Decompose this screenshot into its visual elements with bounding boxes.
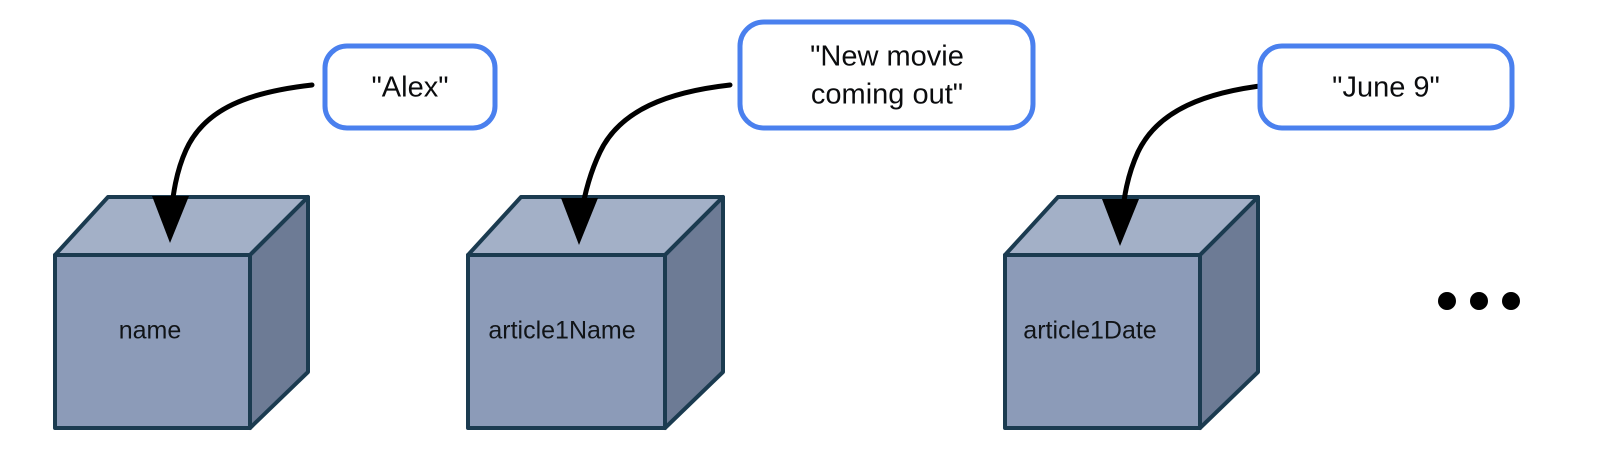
arrow-newmovie-to-article1name <box>561 82 733 245</box>
callout-box <box>1257 43 1515 131</box>
ellipsis-more-variables <box>1438 292 1520 310</box>
callout-alex[interactable]: "Alex" <box>322 43 498 131</box>
callout-text-line: "June 9" <box>1332 72 1440 104</box>
arrow-head <box>561 198 598 245</box>
arrow-alex-to-name <box>152 82 315 243</box>
cube-front-face <box>466 253 667 430</box>
cube-article1name[interactable]: article1Name <box>466 195 725 430</box>
arrow-curve <box>578 82 733 219</box>
cube-front-face <box>1003 253 1202 430</box>
arrow-june9-to-article1date <box>1102 82 1271 246</box>
ellipsis-dot <box>1470 292 1488 310</box>
cube-label: article1Date <box>1023 317 1156 345</box>
callout-text-line: "New movie <box>810 41 964 73</box>
cube-label: article1Name <box>488 317 635 345</box>
cube-front-face <box>53 253 252 430</box>
cube-label: name <box>119 317 182 345</box>
callout-text-line: coming out" <box>811 79 963 111</box>
callout-box <box>322 43 498 131</box>
callout-text-line: "Alex" <box>371 72 448 104</box>
cube-article1date[interactable]: article1Date <box>1003 195 1260 430</box>
ellipsis-dot <box>1438 292 1456 310</box>
callout-box <box>737 19 1036 131</box>
arrow-curve <box>1119 82 1271 220</box>
callout-new-movie-coming-out[interactable]: "New movie coming out" <box>737 19 1036 131</box>
arrow-head <box>152 196 189 243</box>
arrow-curve <box>168 82 315 217</box>
cube-name[interactable]: name <box>53 195 310 430</box>
ellipsis-dot <box>1502 292 1520 310</box>
arrow-head <box>1102 199 1139 246</box>
callout-june-9[interactable]: "June 9" <box>1257 43 1515 131</box>
